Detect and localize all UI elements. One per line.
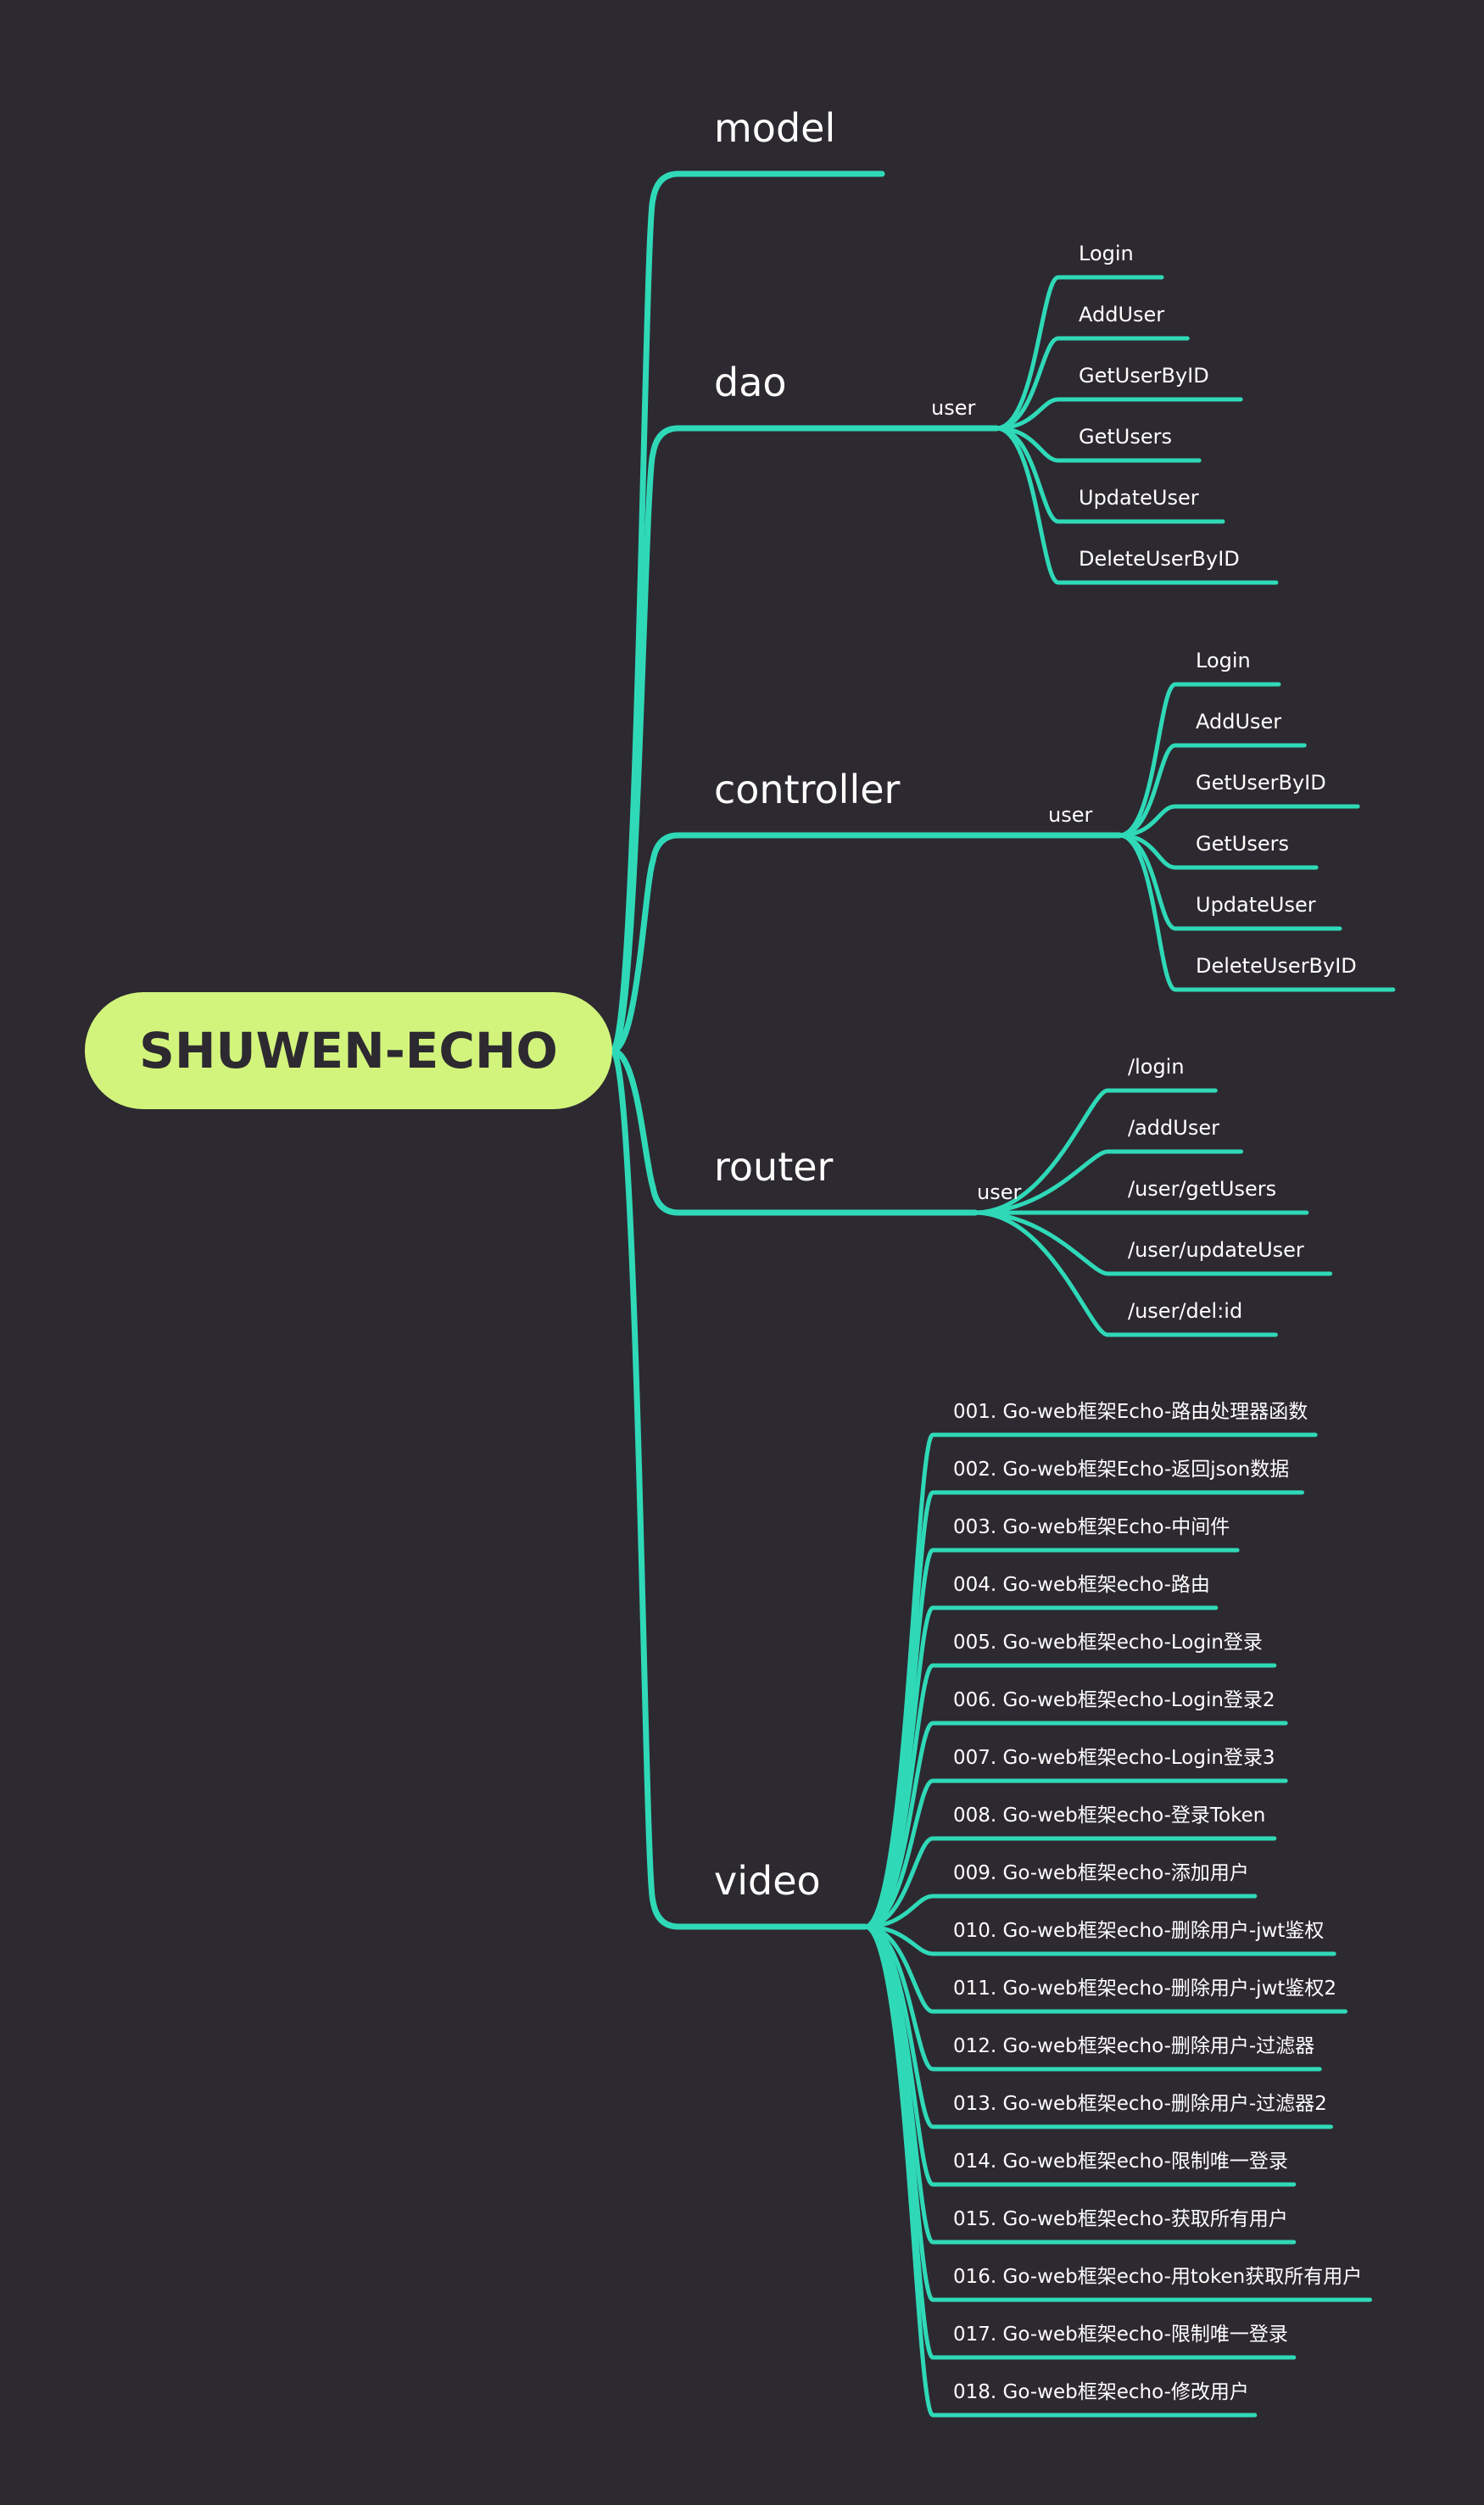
child-line-router xyxy=(973,1149,1244,1215)
group-label-router[interactable]: user xyxy=(977,1180,1021,1204)
child-line-dao xyxy=(994,397,1243,431)
leaf-dao[interactable]: GetUsers xyxy=(1079,425,1172,449)
child-line-video xyxy=(862,1924,1297,2245)
leaf-router[interactable]: /addUser xyxy=(1128,1116,1219,1140)
video-item[interactable]: 005. Go-web框架echo-Login登录 xyxy=(953,1632,1263,1654)
video-item[interactable]: 010. Go-web框架echo-删除用户-jwt鉴权 xyxy=(953,1920,1324,1942)
leaf-router[interactable]: /user/del:id xyxy=(1128,1299,1242,1323)
video-item[interactable]: 006. Go-web框架echo-Login登录2 xyxy=(953,1689,1275,1711)
group-label-controller[interactable]: user xyxy=(1048,803,1092,827)
video-item[interactable]: 017. Go-web框架echo-限制唯一登录 xyxy=(953,2324,1288,2346)
leaf-controller[interactable]: GetUsers xyxy=(1196,832,1289,856)
leaf-dao[interactable]: GetUserByID xyxy=(1079,364,1209,388)
leaf-router[interactable]: /login xyxy=(1128,1055,1185,1079)
video-item[interactable]: 011. Go-web框架echo-删除用户-jwt鉴权2 xyxy=(953,1978,1336,2000)
child-line-dao xyxy=(994,275,1164,431)
child-line-video xyxy=(862,1721,1288,1929)
child-line-controller xyxy=(1117,743,1307,838)
child-line-router xyxy=(973,1210,1278,1337)
branch-label-controller[interactable]: controller xyxy=(714,767,901,812)
child-line-video xyxy=(862,1778,1288,1929)
leaf-dao[interactable]: AddUser xyxy=(1079,303,1164,326)
video-item[interactable]: 002. Go-web框架Echo-返回json数据 xyxy=(953,1459,1289,1481)
video-item[interactable]: 007. Go-web框架echo-Login登录3 xyxy=(953,1747,1275,1769)
leaf-dao[interactable]: Login xyxy=(1079,242,1134,265)
child-line-video xyxy=(862,1894,1258,1929)
branch-line-video xyxy=(609,1047,868,1930)
leaf-router[interactable]: /user/getUsers xyxy=(1128,1177,1276,1201)
group-label-dao[interactable]: user xyxy=(931,396,975,420)
leaf-controller[interactable]: AddUser xyxy=(1196,710,1281,734)
video-item[interactable]: 013. Go-web框架echo-删除用户-过滤器2 xyxy=(953,2093,1327,2115)
video-item[interactable]: 008. Go-web框架echo-登录Token xyxy=(953,1805,1265,1827)
leaf-controller[interactable]: GetUserByID xyxy=(1196,771,1326,795)
child-line-controller xyxy=(1117,833,1396,992)
leaf-controller[interactable]: DeleteUserByID xyxy=(1196,954,1357,978)
child-line-video xyxy=(862,1924,1258,2418)
child-line-router xyxy=(973,1210,1333,1276)
leaf-dao[interactable]: DeleteUserByID xyxy=(1079,547,1240,571)
video-item[interactable]: 014. Go-web框架echo-限制唯一登录 xyxy=(953,2151,1288,2173)
node-labels: modeldaouserLoginAddUserGetUserByIDGetUs… xyxy=(714,105,1362,2403)
video-item[interactable]: 016. Go-web框架echo-用token获取所有用户 xyxy=(953,2266,1362,2288)
root-title: SHUWEN-ECHO xyxy=(139,1022,558,1080)
branch-line-router xyxy=(609,1047,979,1216)
leaf-controller[interactable]: UpdateUser xyxy=(1196,893,1316,917)
leaf-controller[interactable]: Login xyxy=(1196,649,1251,672)
branch-label-model[interactable]: model xyxy=(714,105,835,151)
child-line-controller xyxy=(1117,682,1281,838)
branch-label-dao[interactable]: dao xyxy=(714,360,787,405)
video-item[interactable]: 012. Go-web框架echo-删除用户-过滤器 xyxy=(953,2035,1314,2057)
video-item[interactable]: 003. Go-web框架Echo-中间件 xyxy=(953,1516,1230,1538)
branch-label-router[interactable]: router xyxy=(714,1144,834,1190)
child-line-video xyxy=(862,1432,1318,1929)
video-item[interactable]: 004. Go-web框架echo-路由 xyxy=(953,1574,1210,1596)
video-item[interactable]: 009. Go-web框架echo-添加用户 xyxy=(953,1862,1249,1884)
branch-line-dao xyxy=(609,425,1000,1054)
branch-line-model xyxy=(609,170,885,1054)
video-item[interactable]: 018. Go-web框架echo-修改用户 xyxy=(953,2381,1249,2403)
child-line-video xyxy=(862,1836,1277,1929)
leaf-dao[interactable]: UpdateUser xyxy=(1079,486,1199,510)
child-line-controller xyxy=(1117,804,1360,838)
branch-line-controller xyxy=(609,832,1123,1054)
connector-lines xyxy=(609,170,1396,2418)
leaf-router[interactable]: /user/updateUser xyxy=(1128,1238,1304,1262)
video-item[interactable]: 001. Go-web框架Echo-路由处理器函数 xyxy=(953,1401,1308,1423)
video-item[interactable]: 015. Go-web框架echo-获取所有用户 xyxy=(953,2208,1288,2230)
child-line-router xyxy=(973,1088,1218,1215)
child-line-dao xyxy=(994,426,1279,585)
child-line-dao xyxy=(994,336,1190,431)
root-node[interactable]: SHUWEN-ECHO xyxy=(85,992,612,1109)
branch-label-video[interactable]: video xyxy=(714,1858,821,1904)
